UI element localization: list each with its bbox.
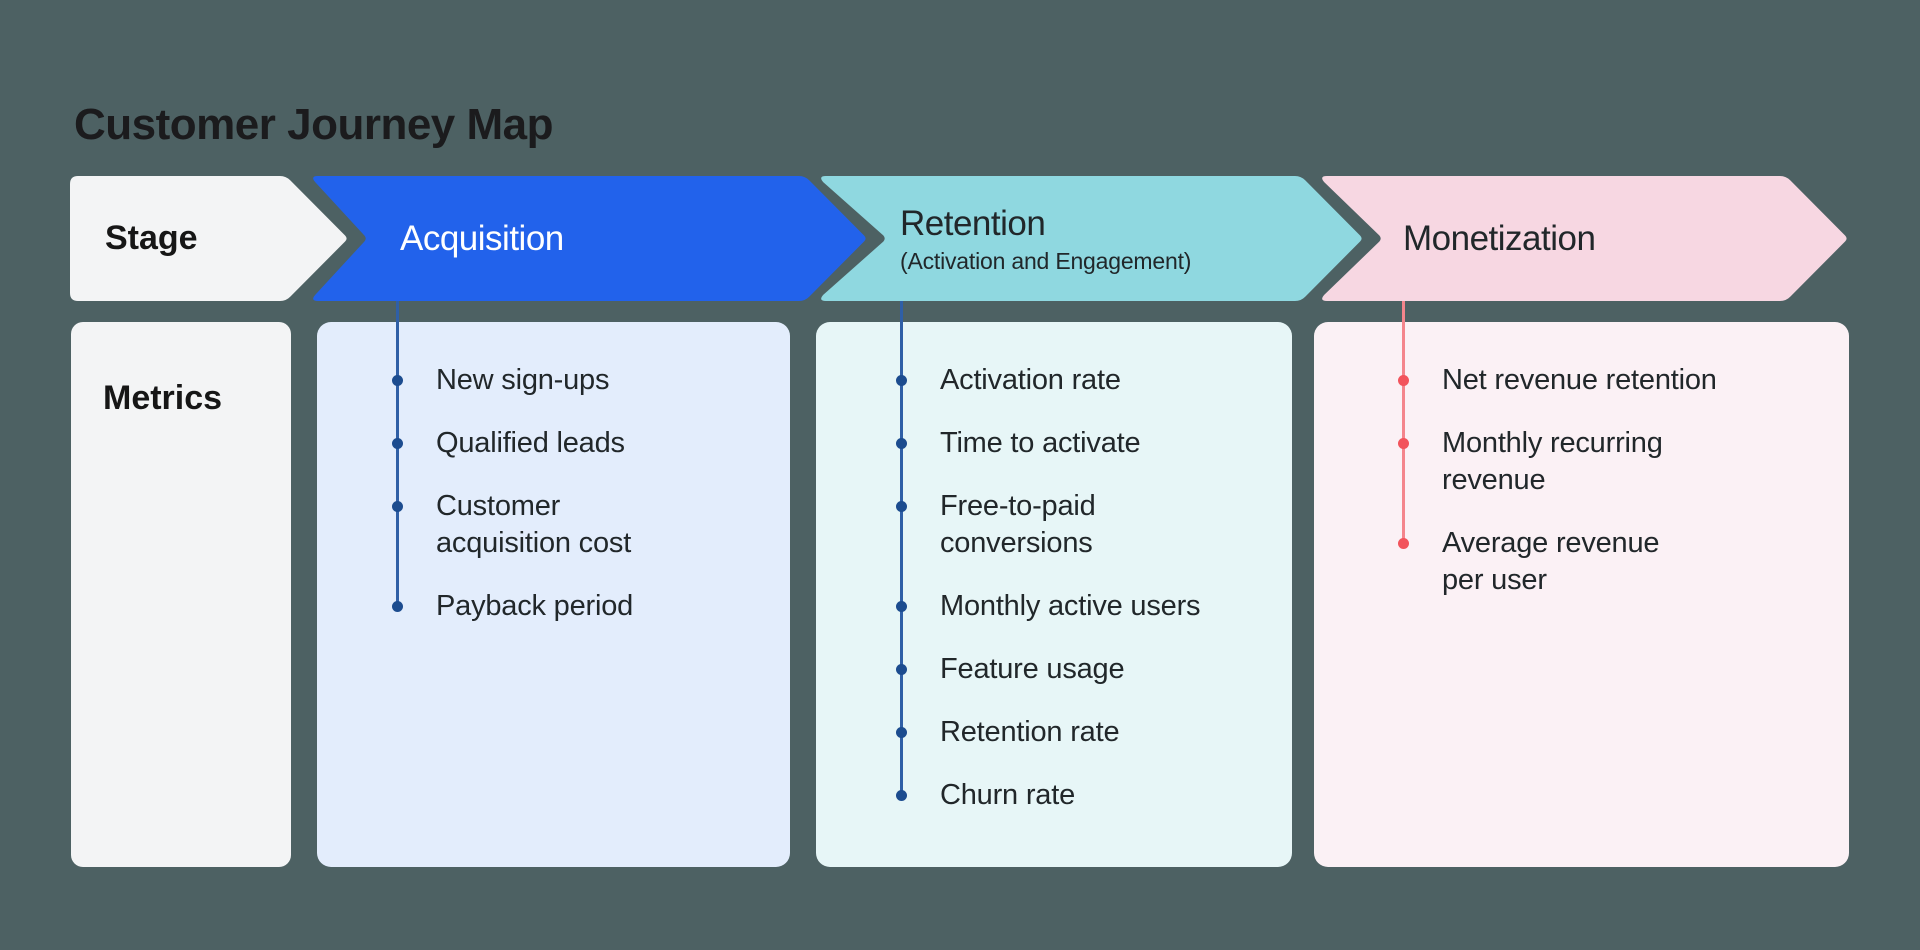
monetization-arrow-shape (1322, 176, 1847, 301)
acquisition-arrow-shape (313, 176, 866, 301)
stage-label-monetization: Monetization (1403, 218, 1596, 258)
stage-label-retention: Retention (Activation and Engagement) (900, 176, 1191, 301)
retention-connector-line (899, 301, 903, 795)
monetization-connector-line (1401, 301, 1405, 543)
retention-sublabel-text: (Activation and Engagement) (900, 247, 1192, 274)
metric-item: Qualified leads (391, 425, 633, 462)
metric-item: Activation rate (895, 362, 1200, 399)
retention-arrow-path (821, 176, 1362, 301)
monetization-arrow-path (1322, 176, 1847, 301)
stage-label-arrow-shape (70, 176, 347, 301)
metrics-row-label-box: Metrics (71, 322, 291, 867)
metric-item: Average revenue per user (1397, 525, 1717, 599)
metric-item: Customer acquisition cost (391, 488, 633, 562)
metric-item: Feature usage (895, 651, 1200, 688)
metrics-row-label: Metrics (103, 379, 223, 417)
retention-label-text: Retention (900, 203, 1046, 243)
metric-item: Free-to-paid conversions (895, 488, 1200, 562)
stage-arrow-path (70, 176, 347, 301)
metric-item: Time to activate (895, 425, 1200, 462)
metric-item: Churn rate (895, 777, 1200, 814)
metric-item: Retention rate (895, 714, 1200, 751)
page-title: Customer Journey Map (74, 100, 553, 149)
stage-row-label: Stage (105, 219, 198, 257)
acquisition-connector-line (395, 301, 399, 606)
metric-item: Monthly recurring revenue (1397, 425, 1717, 499)
stage-label-acquisition: Acquisition (400, 218, 564, 258)
metric-item: Net revenue retention (1397, 362, 1717, 399)
retention-arrow-shape (821, 176, 1362, 301)
acquisition-arrow-path (313, 176, 866, 301)
metric-item: Payback period (391, 588, 633, 625)
metric-item: Monthly active users (895, 588, 1201, 625)
metric-item: New sign-ups (391, 362, 633, 399)
